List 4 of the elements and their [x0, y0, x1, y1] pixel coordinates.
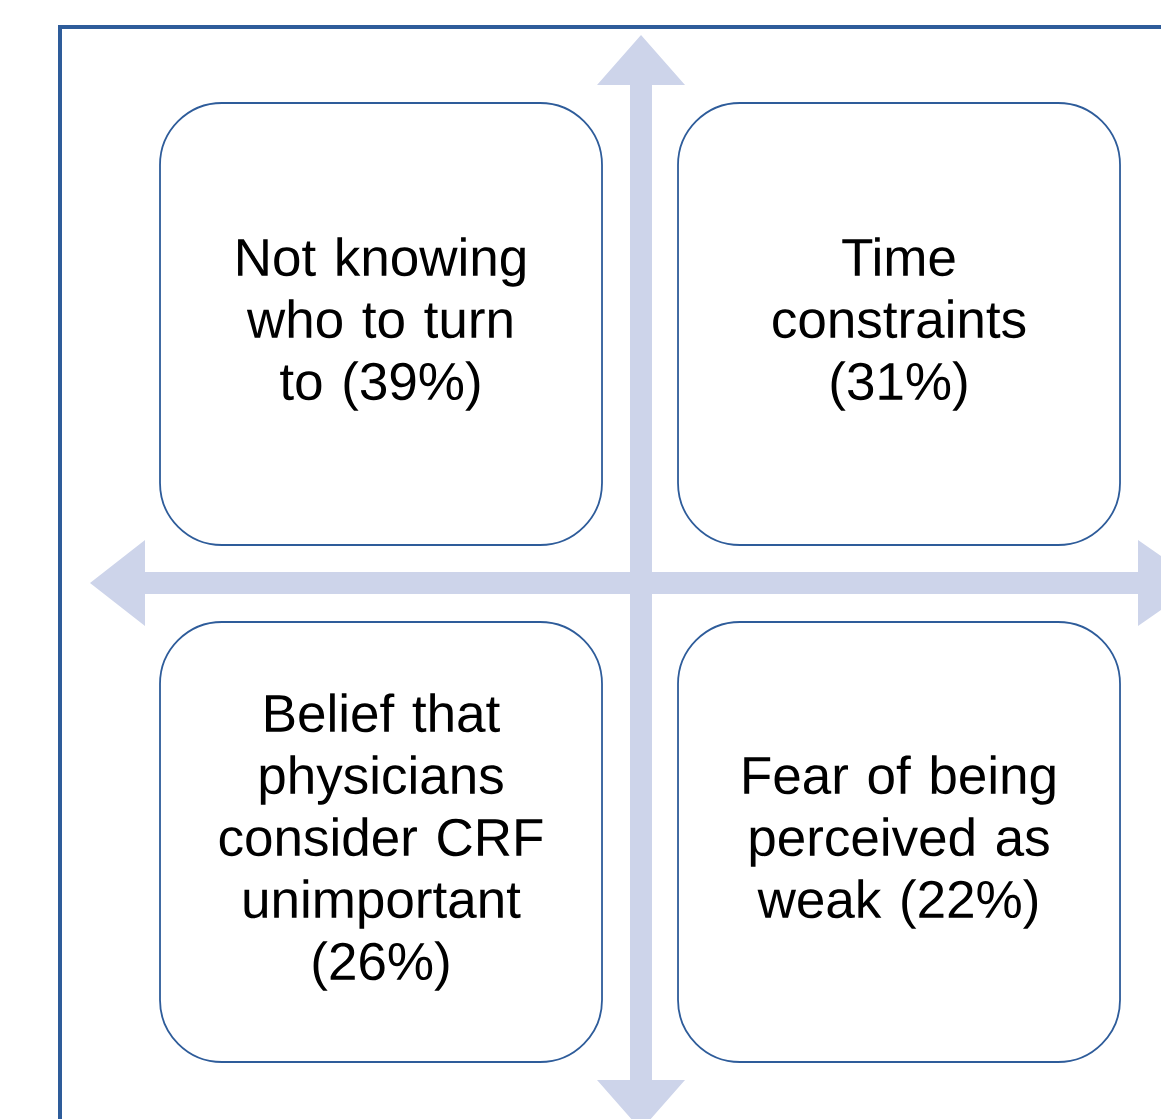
rounded-box: Time constraints (31%) [677, 102, 1121, 546]
rounded-box: Fear of being perceived as weak (22%) [677, 621, 1121, 1063]
rounded-box: Belief that physicians consider CRF unimportant (26%) [159, 621, 603, 1063]
rounded-box: Not knowing who to turn to (39%) [159, 102, 603, 546]
